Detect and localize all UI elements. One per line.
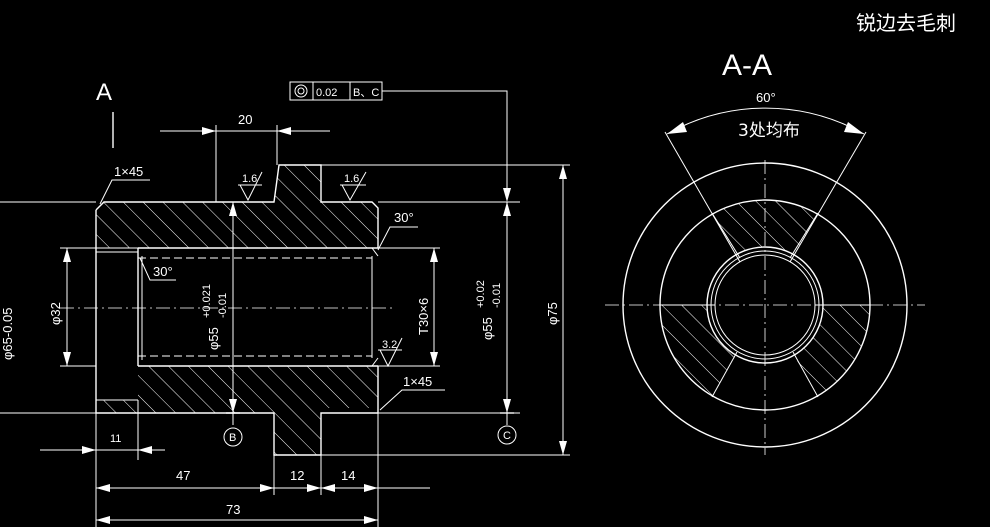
outer-contour-bottom [95, 366, 379, 456]
angle-line-right [789, 131, 867, 263]
chamfer-inner-bot [371, 357, 379, 367]
rough-a: 1.6 [242, 173, 257, 185]
dim-12: 12 [290, 468, 304, 483]
dim-phi55-outer-low: -0.01 [491, 283, 503, 308]
tolerance-value: 0.02 [316, 87, 337, 99]
rough-c-symbol [379, 337, 403, 368]
dim-left-clip: φ65-0.05 [0, 307, 15, 360]
arrow-20-right [277, 127, 291, 135]
datum-b-label: B [229, 432, 236, 444]
arrow-47-left [96, 484, 110, 492]
view-letter: A [96, 79, 112, 106]
dim-20: 20 [238, 112, 252, 127]
dim-thread: T30×6 [416, 298, 431, 335]
chamfer-inner-top [371, 247, 379, 257]
slot-line-2 [789, 212, 819, 259]
datum-b-circle [223, 427, 243, 447]
arrow-thread-top [430, 248, 438, 262]
leader-chamfer-top [99, 179, 150, 205]
arrow-11-left [82, 446, 96, 454]
rough-c: 3.2 [382, 339, 397, 351]
dim-phi55-outer-up: +0.02 [475, 280, 487, 308]
dim-14: 14 [341, 468, 355, 483]
arrow-tolerance [503, 188, 511, 202]
dim-phi55-inner: φ55 [206, 327, 221, 350]
arrow-phi75-top [559, 165, 567, 179]
arrow-phi55i-top [229, 202, 237, 216]
arrow-phi32-top [63, 248, 71, 262]
hatch-upper [96, 165, 378, 248]
angle-arc [666, 107, 865, 135]
dim-11: 11 [110, 433, 121, 445]
rough-b-symbol [341, 171, 367, 202]
dim-phi32: φ32 [48, 302, 63, 325]
slot-line-3 [711, 351, 738, 398]
dim-angle-right: 30° [394, 210, 414, 225]
arrow-phi32-bot [63, 352, 71, 366]
section-angle: 60° [756, 90, 776, 105]
arrow-11-right [138, 446, 152, 454]
dim-phi55-inner-up: +0.021 [201, 284, 213, 318]
slot-line-1 [711, 212, 741, 259]
section-view [605, 107, 925, 455]
dim-chamfer-top: 1×45 [114, 164, 143, 179]
rough-b: 1.6 [344, 173, 359, 185]
leader-angle-right [377, 226, 418, 251]
tolerance-frame: 0.02 B、C [289, 81, 383, 101]
arrow-phi55o-bot [503, 399, 511, 413]
arrow-73-right [364, 516, 378, 524]
arrow-angle-right [844, 122, 864, 134]
arrow-12-right [307, 484, 321, 492]
slot-line-4 [792, 351, 819, 398]
leader-chamfer-bottom [379, 389, 445, 411]
arrow-47-right [260, 484, 274, 492]
arrow-73-left [96, 516, 110, 524]
arrow-phi75-bot [559, 441, 567, 455]
note-title: 锐边去毛刺 [856, 11, 956, 35]
arrow-thread-bot [430, 352, 438, 366]
tolerance-leader [382, 90, 508, 192]
arrow-14-right [364, 484, 378, 492]
arrow-14-left [321, 484, 335, 492]
hatch-lower [96, 366, 378, 455]
datum-c-circle [497, 425, 517, 445]
dim-73: 73 [226, 502, 240, 517]
angle-line-left [664, 131, 741, 263]
arrow-phi55i-bot [229, 399, 237, 413]
arrow-angle-left [667, 122, 687, 134]
tolerance-datum: B、C [353, 87, 379, 99]
dim-chamfer-bottom: 1×45 [403, 374, 432, 389]
part-section [95, 164, 379, 456]
arrow-20-left [202, 127, 216, 135]
dim-47: 47 [176, 468, 190, 483]
arrow-phi55o-top [503, 202, 511, 216]
rough-a-symbol [239, 171, 263, 202]
leader-angle-left [139, 257, 176, 281]
dim-phi55-inner-low: -0.01 [217, 293, 229, 318]
datum-c-label: C [503, 430, 511, 442]
dim-phi55-outer: φ55 [480, 317, 495, 340]
section-count-note: 3处均布 [738, 121, 800, 141]
dim-angle-left: 30° [153, 264, 173, 279]
section-label: A-A [722, 49, 772, 82]
dim-phi75: φ75 [545, 302, 560, 325]
